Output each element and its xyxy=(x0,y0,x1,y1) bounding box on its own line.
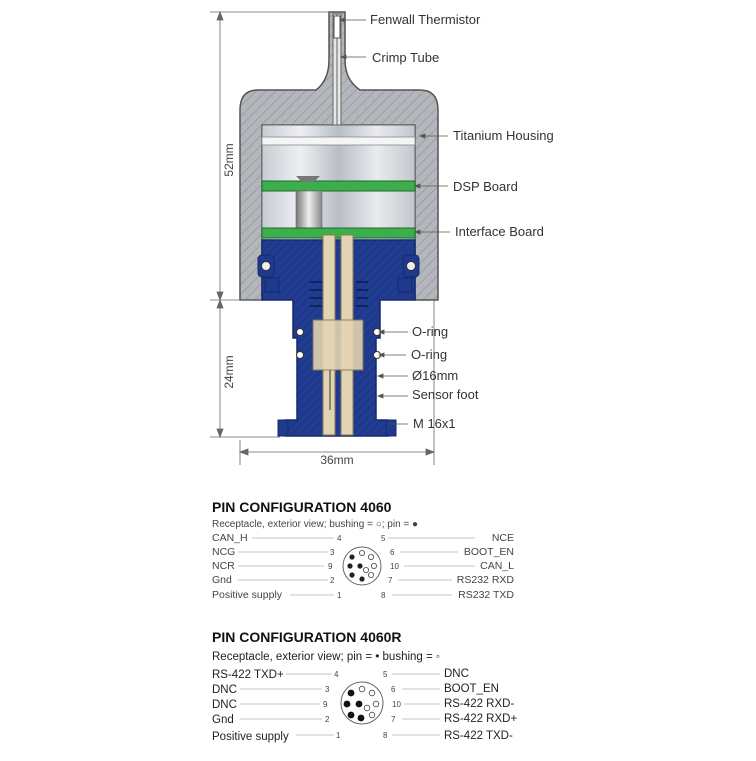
pin-4060-right-label-2: CAN_L xyxy=(480,560,514,572)
callout-interface-board: Interface Board xyxy=(455,224,544,239)
pin-4060r-left-num-1: 3 xyxy=(325,685,330,694)
dim-height-upper: 52mm xyxy=(222,143,236,176)
callout-diameter: Ø16mm xyxy=(412,368,458,383)
callout-oring-1: O-ring xyxy=(412,324,448,339)
callout-dsp-board: DSP Board xyxy=(453,179,518,194)
thermistor-shape xyxy=(333,15,341,39)
pin-4060r-left-num-3: 2 xyxy=(325,715,330,724)
pin-4060-left-num-1: 3 xyxy=(330,548,335,557)
pin-4060r-left-num-0: 4 xyxy=(334,670,339,679)
pin-4060r-right-label-2: RS-422 RXD- xyxy=(444,698,514,710)
pin-4060r-right-num-2: 10 xyxy=(392,700,401,709)
pin-4060-left-label-0: CAN_H xyxy=(212,532,248,544)
pin-4060-title: PIN CONFIGURATION 4060 xyxy=(212,499,392,515)
pin-4060-right-label-1: BOOT_EN xyxy=(464,546,514,558)
dim-height-lower: 24mm xyxy=(222,355,236,388)
callout-thread: M 16x1 xyxy=(413,416,456,431)
pin-4060r-right-label-4: RS-422 TXD- xyxy=(444,730,513,742)
pin-4060-right-label-3: RS232 RXD xyxy=(457,574,515,586)
pin-4060-left-num-2: 9 xyxy=(328,562,333,571)
pin-4060r-right-num-1: 6 xyxy=(391,685,396,694)
pin-4060r-left-num-4: 1 xyxy=(336,731,341,740)
callout-crimp-tube: Crimp Tube xyxy=(372,50,439,65)
pin-config-4060: PIN CONFIGURATION 4060 Receptacle, exter… xyxy=(212,499,514,601)
pin-4060-left-label-4: Positive supply xyxy=(212,589,283,601)
pin-4060-subtitle: Receptacle, exterior view; bushing = ○; … xyxy=(212,519,418,530)
pin-4060-right-num-4: 8 xyxy=(381,591,386,600)
pin-4060r-left-label-2: DNC xyxy=(212,699,237,711)
interface-board-shape xyxy=(261,227,416,239)
pin-4060r-right-label-1: BOOT_EN xyxy=(444,683,499,695)
callout-oring-2: O-ring xyxy=(411,347,447,362)
pin-4060-left-label-2: NCR xyxy=(212,560,235,572)
pin-4060r-subtitle: Receptacle, exterior view; pin = • bushi… xyxy=(212,651,440,663)
pin-4060r-left-label-1: DNC xyxy=(212,684,237,696)
pin-4060r-left-label-4: Positive supply xyxy=(212,731,289,743)
thread-marks xyxy=(310,281,368,307)
callout-leaders xyxy=(338,17,450,425)
pin-4060-left-num-0: 4 xyxy=(337,534,342,543)
pin-4060-left-label-3: Gnd xyxy=(212,574,232,586)
pin-4060r-right-num-4: 8 xyxy=(383,731,388,740)
pin-4060r-right-num-0: 5 xyxy=(383,670,388,679)
pin-4060r-right-label-3: RS-422 RXD+ xyxy=(444,713,517,725)
oring-left-top xyxy=(296,328,304,336)
dsp-board-shape xyxy=(261,180,416,192)
pin-4060r-left-label-0: RS-422 TXD+ xyxy=(212,669,284,681)
sensor-drawing xyxy=(239,11,439,437)
dimension-lines xyxy=(210,10,436,465)
pin-4060r-right-label-0: DNC xyxy=(444,668,469,680)
dim-width: 36mm xyxy=(320,453,353,467)
pin-4060-right-num-1: 6 xyxy=(390,548,395,557)
pin-4060-left-num-3: 2 xyxy=(330,576,335,585)
callout-thermistor: Fenwall Thermistor xyxy=(370,12,481,27)
pin-4060-right-num-3: 7 xyxy=(388,576,393,585)
pin-4060-left-label-1: NCG xyxy=(212,546,235,558)
oring-left-bottom xyxy=(296,351,304,359)
pin-4060r-left-num-2: 9 xyxy=(323,700,328,709)
pin-4060-left-num-4: 1 xyxy=(337,591,342,600)
pin-config-4060r: PIN CONFIGURATION 4060R Receptacle, exte… xyxy=(212,629,517,743)
pin-4060-right-num-2: 10 xyxy=(390,562,399,571)
pin-4060r-left-label-3: Gnd xyxy=(212,714,234,726)
pin-4060-right-num-0: 5 xyxy=(381,534,386,543)
pin-4060-right-label-0: NCE xyxy=(492,532,514,544)
callout-titanium-housing: Titanium Housing xyxy=(453,128,554,143)
pin-4060r-right-num-3: 7 xyxy=(391,715,396,724)
pin-4060r-title: PIN CONFIGURATION 4060R xyxy=(212,629,402,645)
pin-4060-right-label-4: RS232 TXD xyxy=(458,589,514,601)
callout-sensor-foot: Sensor foot xyxy=(412,387,479,402)
